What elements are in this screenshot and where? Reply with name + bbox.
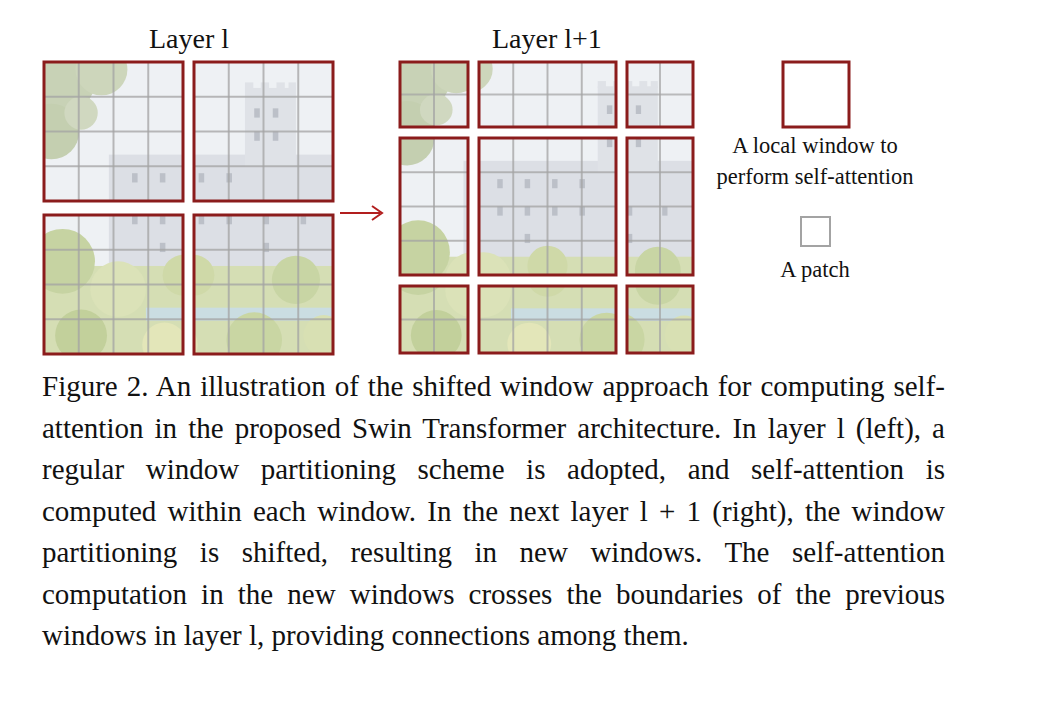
layer-heading: Layer l <box>149 22 229 56</box>
legend-text: A patch <box>735 254 895 285</box>
layer-heading: Layer l+1 <box>492 22 602 56</box>
figure-caption: Figure 2. An illustration of the shifted… <box>42 366 945 657</box>
legend-text: A local window to perform self-attention <box>697 130 933 192</box>
window-sample <box>783 62 849 127</box>
patch-sample <box>801 217 830 246</box>
